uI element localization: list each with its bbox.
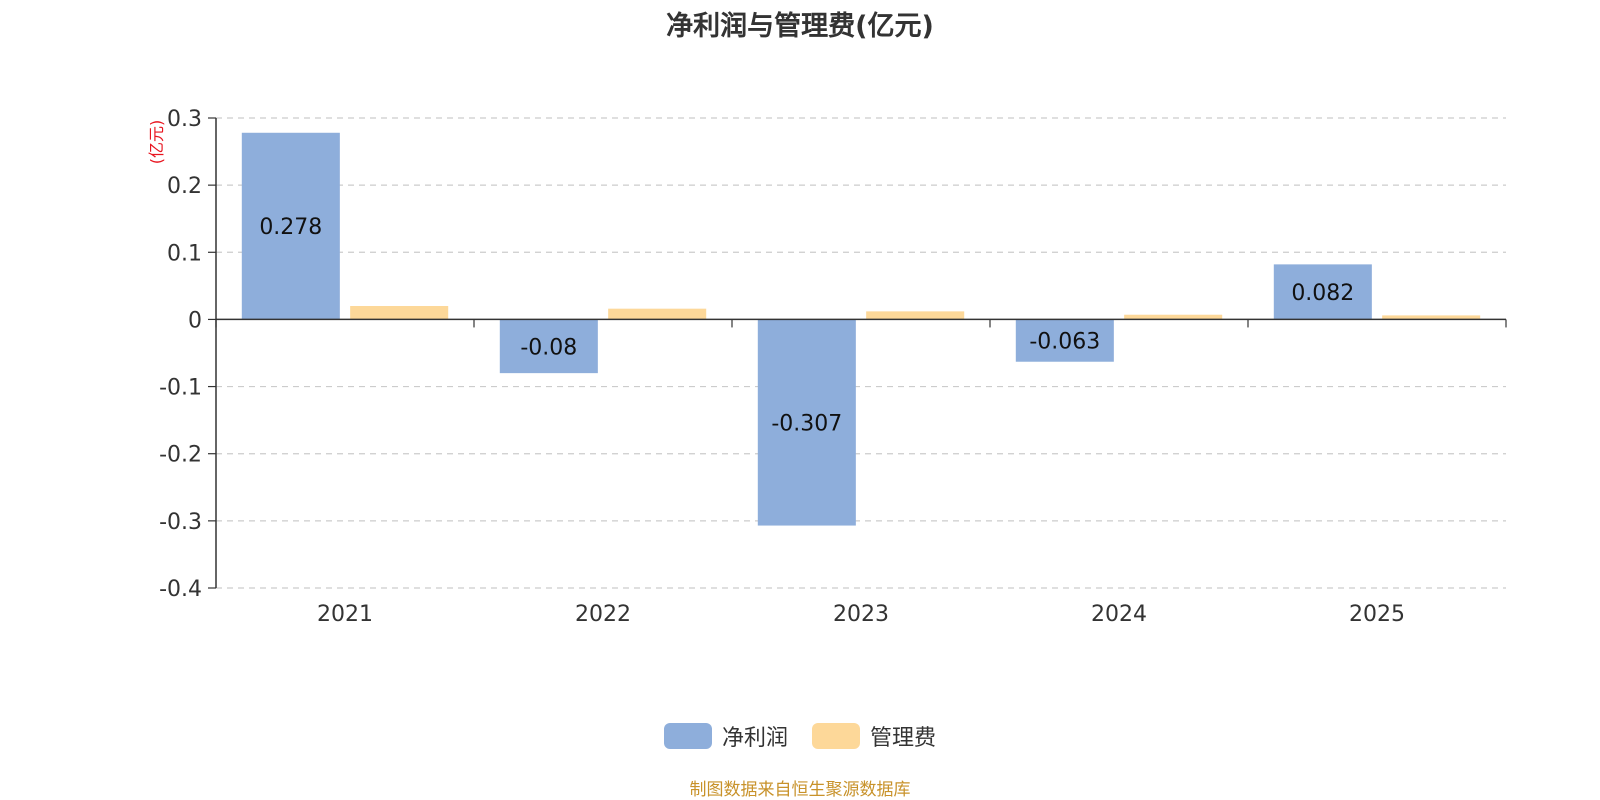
bar-admin-expense — [1124, 314, 1223, 320]
y-tick-label: -0.3 — [159, 510, 202, 535]
bar-admin-expense — [1382, 315, 1481, 320]
bar-chart: 0.3 0.2 0.1 0 -0.1 -0.2 -0.3 -0.4 (亿元) 0.278 2021 -… — [147, 107, 1507, 627]
legend-label-net-profit: 净利润 — [721, 726, 788, 751]
legend: 净利润 管理费 — [0, 720, 1600, 752]
y-tick-label: 0.1 — [167, 241, 202, 266]
y-tick-label: -0.2 — [159, 443, 202, 468]
data-label: -0.307 — [771, 411, 842, 436]
legend-label-admin-expense: 管理费 — [870, 726, 937, 751]
bar-admin-expense — [866, 311, 965, 320]
source-note: 制图数据来自恒生聚源数据库 — [689, 780, 911, 800]
data-label: 0.082 — [1291, 281, 1354, 306]
bar-admin-expense — [350, 306, 449, 320]
y-tick-label: -0.1 — [159, 376, 202, 401]
y-tick-label: 0.3 — [167, 107, 202, 132]
x-tick-label: 2024 — [1091, 602, 1147, 627]
legend-item-admin-expense[interactable]: 管理费 — [812, 720, 936, 752]
y-tick-label: -0.4 — [159, 577, 202, 602]
bar-net-profit — [757, 319, 856, 526]
x-tick-label: 2021 — [317, 602, 373, 627]
bar-admin-expense — [608, 308, 707, 320]
data-label: 0.278 — [259, 215, 322, 240]
bar-net-profit — [241, 132, 340, 320]
legend-swatch-net-profit — [663, 723, 712, 749]
bar-net-profit — [1273, 264, 1372, 320]
x-tick-label: 2023 — [833, 602, 889, 627]
y-tick-label: 0.2 — [167, 174, 202, 199]
chart-title: 净利润与管理费(亿元) — [666, 11, 934, 42]
legend-swatch-admin-expense — [812, 723, 860, 749]
bar-net-profit — [1015, 319, 1114, 362]
data-label: -0.08 — [520, 335, 577, 360]
y-tick-label: 0 — [188, 308, 202, 333]
y-axis-label: (亿元) — [147, 120, 166, 165]
bar-net-profit — [499, 319, 598, 374]
x-tick-label: 2022 — [575, 602, 631, 627]
data-label: -0.063 — [1029, 330, 1100, 355]
legend-item-net-profit[interactable]: 净利润 — [663, 720, 788, 752]
x-tick-label: 2025 — [1349, 602, 1405, 627]
